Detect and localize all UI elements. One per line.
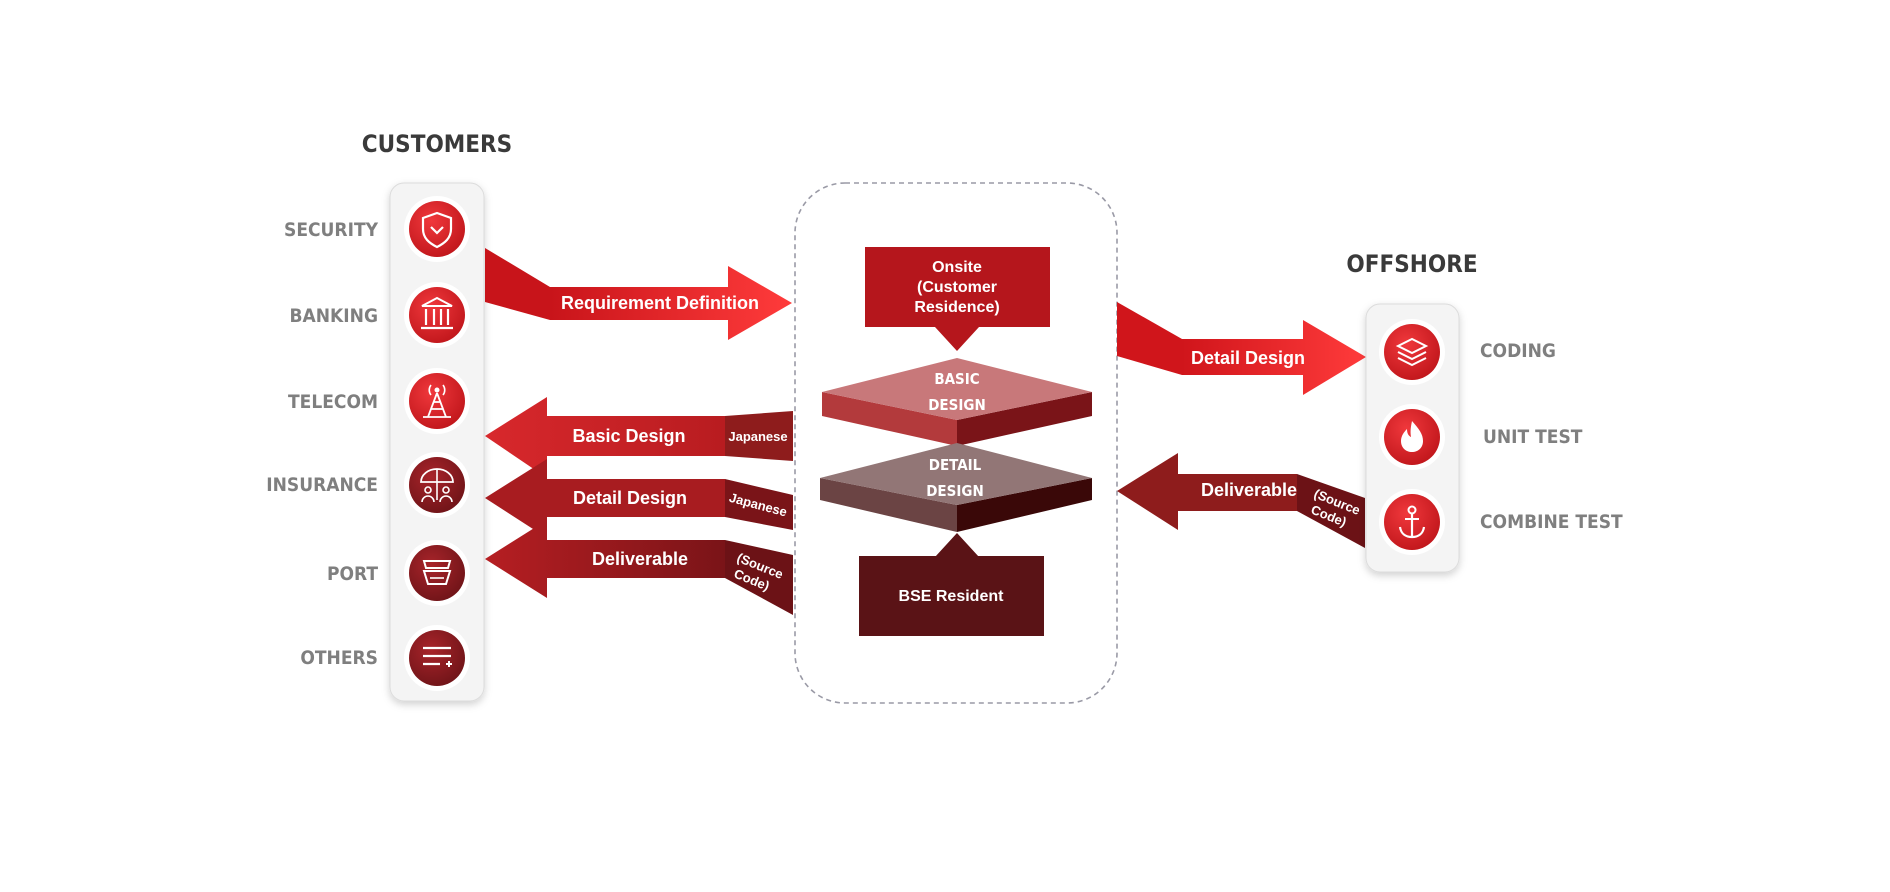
bse-resident-box: BSE Resident <box>859 533 1044 636</box>
offshore-detail-design-arrow: Detail Design <box>1117 302 1366 395</box>
basic-design-line-1: BASIC <box>934 370 979 388</box>
requirement-definition-arrow: Requirement Definition <box>485 248 792 340</box>
detail-design-label: Detail Design <box>573 488 687 508</box>
bse-resident-label: BSE Resident <box>899 588 1005 605</box>
requirement-definition-label: Requirement Definition <box>561 293 759 313</box>
detail-design-line-1: DETAIL <box>929 456 982 474</box>
detail-design-line-2: DESIGN <box>926 482 984 500</box>
offshore-label-coding: CODING <box>1480 340 1556 362</box>
umbrella-people-icon <box>404 452 470 518</box>
onsite-line-3: Residence) <box>914 299 999 316</box>
deliverable-arrow: Deliverable (Source Code) <box>485 520 793 615</box>
detail-design-arrow: Detail Design Japanese <box>485 459 793 538</box>
onsite-line-1: Onsite <box>932 259 982 276</box>
offshore-label-combine-test: COMBINE TEST <box>1480 511 1623 533</box>
basic-design-line-2: DESIGN <box>928 396 986 414</box>
layers-icon <box>1379 319 1445 385</box>
shield-icon <box>404 196 470 262</box>
basic-design-label: Basic Design <box>572 426 685 446</box>
offshore-deliverable-arrow: Deliverable (Source Code) <box>1117 453 1365 548</box>
basic-design-arrow: Basic Design Japanese <box>485 397 793 478</box>
customer-label-insurance: INSURANCE <box>266 474 378 496</box>
offshore-title: OFFSHORE <box>1346 250 1477 278</box>
deliverable-label: Deliverable <box>592 549 688 569</box>
offshore-detail-design-label: Detail Design <box>1191 348 1305 368</box>
basic-design-layer: BASIC DESIGN <box>822 358 1092 446</box>
flame-icon <box>1379 404 1445 470</box>
onsite-line-2: (Customer <box>917 279 997 296</box>
anchor-icon <box>1379 489 1445 555</box>
detail-design-layer: DETAIL DESIGN <box>820 443 1092 532</box>
customer-label-telecom: TELECOM <box>288 391 378 413</box>
customer-label-security: SECURITY <box>284 219 379 241</box>
customer-label-banking: BANKING <box>290 305 379 327</box>
offshore-label-unit-test: UNIT TEST <box>1483 426 1583 448</box>
customer-label-others: OTHERS <box>300 647 378 669</box>
list-add-icon <box>404 625 470 691</box>
tower-icon <box>404 368 470 434</box>
ship-icon <box>404 540 470 606</box>
basic-design-tail-label: Japanese <box>728 429 787 444</box>
bank-icon <box>404 282 470 348</box>
offshore-deliverable-label: Deliverable <box>1201 480 1297 500</box>
customer-label-port: PORT <box>327 563 378 585</box>
onsite-box: Onsite (Customer Residence) <box>865 247 1050 351</box>
customers-title: CUSTOMERS <box>362 130 512 158</box>
